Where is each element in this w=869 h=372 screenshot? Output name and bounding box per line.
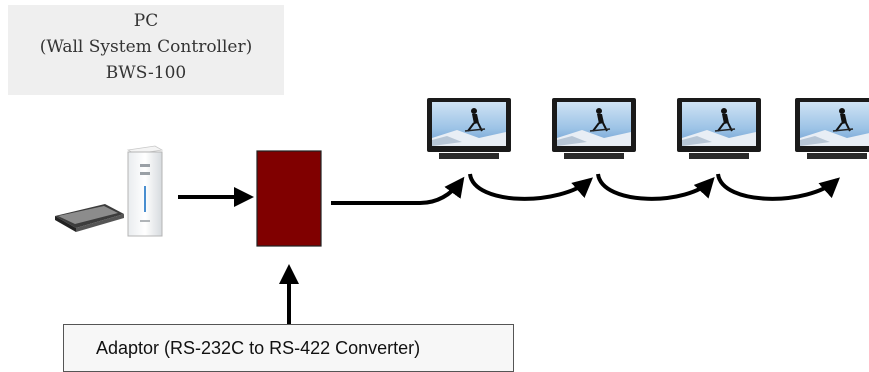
connection-monitor-3-to-4 <box>716 173 840 201</box>
pc-label-line-model: BWS-100 <box>105 63 187 83</box>
adaptor-label-box: Adaptor (RS-232C to RS-422 Converter) <box>63 324 514 372</box>
adaptor-label: Adaptor (RS-232C to RS-422 Converter) <box>96 338 421 358</box>
pc-label-line-pc: PC <box>133 11 159 31</box>
monitor-icon <box>552 98 636 159</box>
converter-box-icon <box>256 150 322 247</box>
monitor-icon <box>427 98 511 159</box>
connection-monitor-1-to-2 <box>468 173 594 201</box>
desktop-computer-icon <box>126 145 164 237</box>
monitor-icon <box>677 98 761 159</box>
monitor-icon <box>795 98 869 159</box>
connection-monitor-2-to-3 <box>596 173 715 201</box>
connection-to-monitor-1 <box>331 176 465 205</box>
keyboard-icon <box>55 204 124 232</box>
pc-label-line-controller: (Wall System Controller) <box>39 37 253 57</box>
pc-label-box: PC (Wall System Controller) BWS-100 <box>8 5 284 95</box>
